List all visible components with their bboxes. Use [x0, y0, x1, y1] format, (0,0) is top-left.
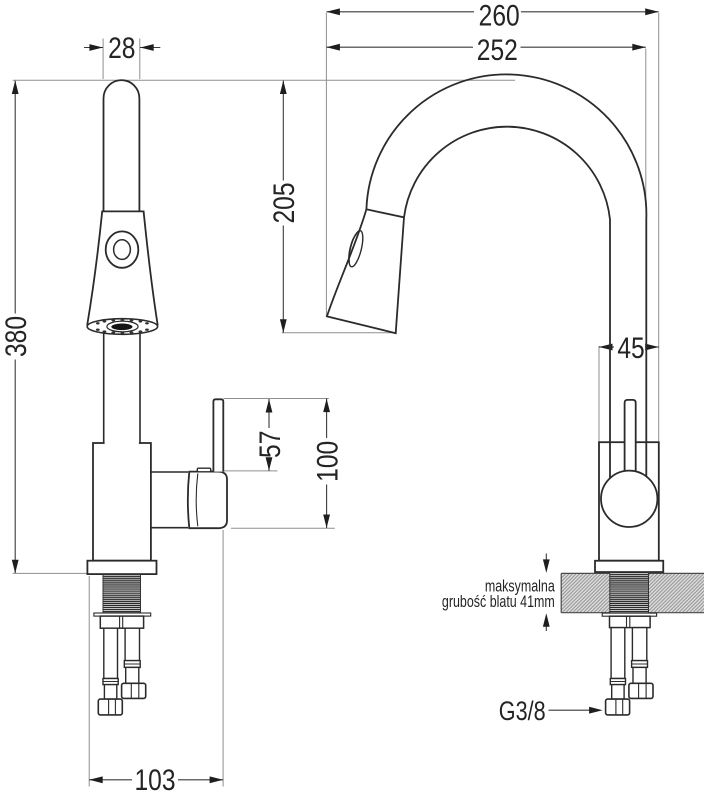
svg-text:grubość blatu 41mm: grubość blatu 41mm: [442, 594, 555, 612]
svg-text:380: 380: [0, 316, 33, 357]
svg-text:57: 57: [253, 431, 287, 458]
svg-text:28: 28: [108, 31, 135, 65]
svg-text:103: 103: [134, 762, 175, 796]
svg-text:205: 205: [266, 182, 300, 223]
svg-text:260: 260: [479, 0, 520, 32]
svg-text:G3/8: G3/8: [499, 697, 546, 727]
svg-text:252: 252: [477, 33, 518, 67]
svg-text:45: 45: [617, 331, 644, 365]
svg-text:100: 100: [310, 441, 344, 482]
svg-text:maksymalna: maksymalna: [485, 578, 556, 596]
